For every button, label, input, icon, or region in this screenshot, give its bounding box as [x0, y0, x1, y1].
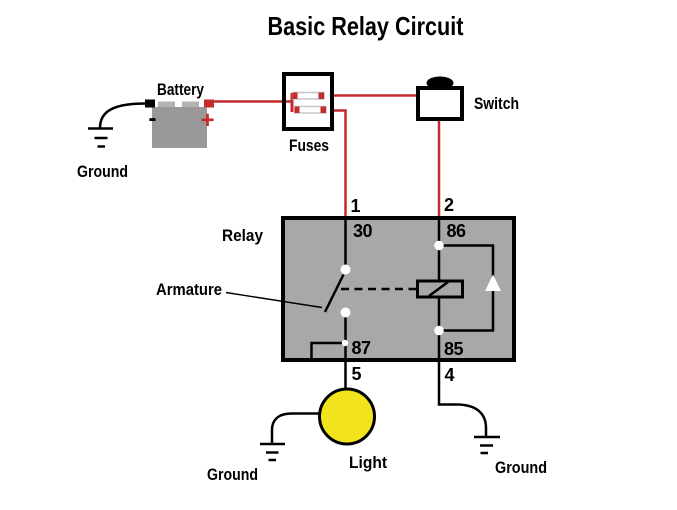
light-label: Light: [349, 453, 387, 472]
contact-87: [341, 339, 349, 347]
terminal-87-label: 87: [352, 338, 372, 358]
armature-label: Armature: [156, 280, 222, 299]
ground-icon-bottom-right: [474, 435, 500, 455]
battery-icon: - +: [145, 99, 215, 148]
ground-bottom-left-label: Ground: [207, 465, 258, 484]
light-icon: [318, 387, 376, 446]
battery-tab-left: [158, 101, 175, 108]
ground-icon-top-left: [88, 127, 113, 148]
switch-icon: [416, 76, 464, 121]
contact-85: [434, 325, 444, 336]
terminal-30-label: 30: [353, 221, 373, 241]
wire-battery-to-ground: [98, 102, 147, 129]
black-wires: [98, 102, 488, 443]
switch-label: Switch: [474, 94, 519, 113]
relay-box: [225, 216, 516, 362]
relay-contacts: [340, 240, 444, 347]
contact-armature: [340, 307, 351, 318]
battery-label: Battery: [157, 80, 204, 99]
diagram-title: Basic Relay Circuit: [268, 11, 464, 41]
ground-icon-bottom-left: [260, 442, 285, 462]
fuse-box-icon: [282, 72, 334, 131]
battery-plus-sign: +: [200, 107, 214, 134]
wire-relay-pin4-to-ground: [437, 360, 488, 436]
battery-negative-terminal: [145, 99, 155, 108]
armature-pointer-line: [225, 291, 323, 309]
pin-1-label: 1: [351, 196, 361, 216]
battery-positive-terminal: [204, 99, 214, 108]
fuses-label: Fuses: [289, 136, 329, 155]
contact-30: [340, 264, 351, 275]
ground-bottom-right-label: Ground: [495, 458, 547, 477]
terminal-87a-stub: [310, 341, 345, 360]
terminal-85-label: 85: [444, 339, 464, 359]
diode-icon: [485, 274, 501, 291]
contact-86: [434, 240, 444, 251]
coil-icon: [416, 279, 464, 299]
armature-blade: [323, 273, 345, 313]
pin-5-label: 5: [352, 364, 362, 384]
coil-diagonal: [428, 280, 449, 298]
relay-label: Relay: [222, 226, 263, 245]
battery-minus-sign: -: [149, 105, 157, 132]
battery-tab-right: [182, 101, 199, 108]
battery-body: [152, 107, 207, 148]
wire-light-to-ground: [270, 412, 320, 443]
fuse-box-outline: [282, 72, 334, 131]
fuse-end-caps: [292, 92, 326, 113]
switch-body: [416, 86, 464, 121]
pin-4-label: 4: [445, 365, 455, 385]
terminal-86-label: 86: [447, 221, 467, 241]
pin-2-label: 2: [444, 195, 454, 215]
ground-top-left-label: Ground: [77, 162, 128, 181]
